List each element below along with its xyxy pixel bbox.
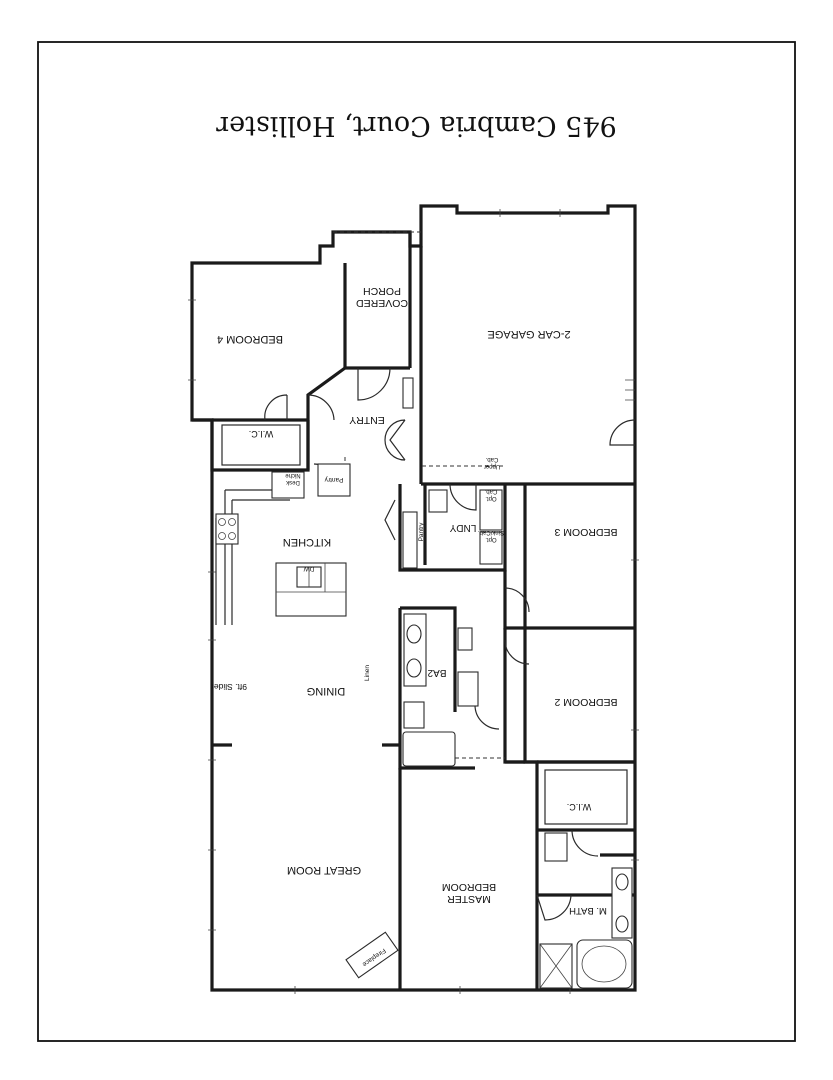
sink-icon (615, 915, 629, 933)
label-opt-sink: Opt. (485, 536, 497, 542)
label-slider: 9ft. Slider (211, 682, 247, 692)
linen-closet (457, 671, 479, 707)
label-opt-cab-1: Opt. (485, 495, 497, 501)
wic-shelving (221, 424, 301, 466)
master-wic-shelving (544, 769, 628, 825)
label-wic-1: W.I.C. (249, 429, 274, 439)
label-ba2: BA2 (427, 667, 446, 678)
cooktop-icon (215, 513, 239, 545)
exterior-walls (188, 204, 639, 994)
label-upper: Upper (484, 463, 500, 469)
pantry-closet (317, 463, 351, 497)
label-niche: Niche (285, 472, 301, 478)
pantry-shelf (402, 511, 418, 569)
label-entry: ENTRY (349, 414, 384, 426)
label-wic-2: W.I.C. (567, 802, 592, 812)
label-pantry-tall: Pantry (418, 522, 425, 542)
toilet-icon (457, 627, 473, 651)
toilet-icon (544, 832, 568, 862)
sink-icon (615, 873, 629, 891)
sink-icon (406, 624, 422, 644)
laundry-sink-cabinet (479, 531, 503, 565)
bathtub-icon (402, 731, 456, 767)
label-dining: DINING (307, 685, 346, 697)
fixtures (215, 377, 635, 989)
coat-closet (402, 377, 414, 409)
label-bedroom-3: BEDROOM 3 (554, 526, 617, 538)
label-lndy: LNDY (449, 522, 476, 533)
label-2-car-garage: 2-CAR GARAGE (487, 328, 570, 340)
washer-icon (428, 489, 448, 513)
label-pantry-small: Pantry (324, 476, 344, 483)
label-bedroom-4: BEDROOM 4 (217, 333, 283, 345)
label-linen: Linen (364, 665, 371, 681)
label-covered: COVERED (356, 297, 408, 309)
bathtub-icon (576, 939, 633, 989)
sink-icon (406, 658, 422, 678)
label-cab: Cab. (485, 456, 498, 462)
door-swings (264, 367, 636, 921)
desk-niche (271, 471, 305, 499)
label-sink-cab: Sink/Cab. (478, 529, 504, 535)
label-dw: DW (303, 565, 315, 572)
label-porch: PORCH (363, 285, 401, 297)
interior-walls (192, 246, 635, 990)
toilet-icon (403, 701, 425, 729)
label-bedroom: BEDROOM (442, 881, 496, 893)
label-opt-cab-2: Cab. (484, 488, 497, 494)
sheet-border (37, 41, 796, 1042)
plan-title: 945 Cambria Court, Hollister (216, 110, 617, 141)
label-m-bath: M. BATH (569, 905, 607, 916)
label-great-room: GREAT ROOM (287, 864, 361, 876)
label-desk: Desk (285, 479, 300, 485)
label-kitchen: KITCHEN (283, 536, 331, 548)
label-bedroom-2: BEDROOM 2 (554, 696, 617, 708)
laundry-cabinet (479, 489, 503, 531)
fireplace-icon (345, 931, 399, 979)
label-master: MASTER (447, 893, 491, 905)
